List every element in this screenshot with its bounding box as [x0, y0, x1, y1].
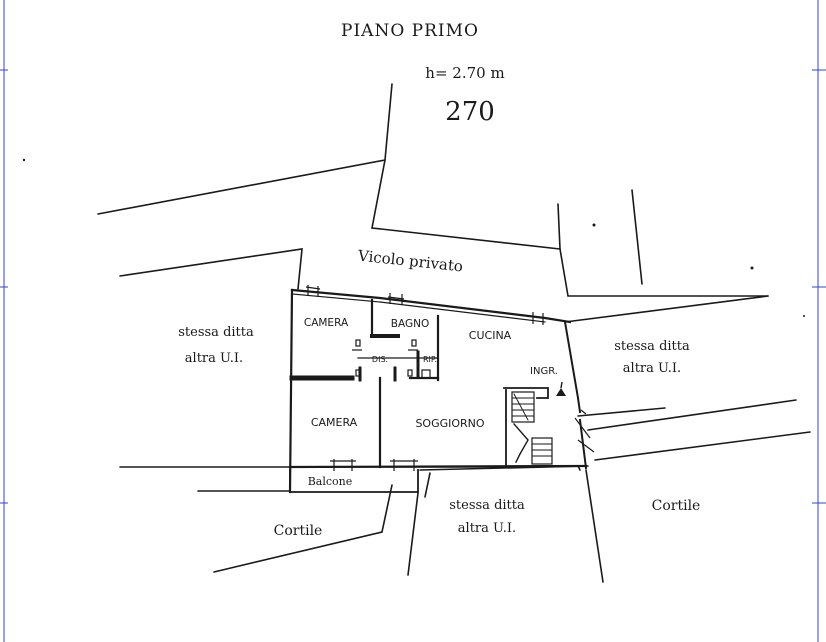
window-bagno: [387, 293, 405, 305]
entrance-marker-icon: [556, 388, 566, 396]
room-label-cucina: CUCINA: [469, 329, 512, 342]
alley-label: Vicolo privato: [356, 246, 464, 275]
door-markers-interior: [352, 339, 431, 379]
neighbor-bottom-line2: altra U.I.: [458, 521, 516, 536]
plan-title: PIANO PRIMO: [341, 21, 479, 41]
neighbor-left-line1: stessa ditta: [178, 325, 254, 340]
room-label-balcone: Balcone: [308, 475, 353, 488]
window-camera-top: [305, 285, 321, 297]
plan-code: 270: [445, 97, 495, 127]
window-cucina: [529, 312, 546, 325]
stray-marks: [22, 158, 805, 317]
room-label-soggiorno: SOGGIORNO: [415, 417, 484, 430]
entrance-marker-stem: [560, 381, 563, 389]
room-label-ingr: INGR.: [530, 366, 558, 377]
apartment-walls: [288, 288, 588, 494]
neighbor-right-line1: stessa ditta: [614, 339, 690, 354]
room-label-camera-bottom: CAMERA: [311, 416, 358, 429]
window-camera-bottom: [330, 459, 356, 471]
neighbor-bottom-line1: stessa ditta: [449, 498, 525, 513]
room-label-bagno: BAGNO: [391, 318, 429, 330]
window-soggiorno: [390, 459, 418, 471]
courtyard-left-label: Cortile: [274, 523, 323, 539]
door-ingresso: [574, 409, 595, 453]
room-label-camera-top: CAMERA: [304, 317, 349, 329]
openings: [305, 285, 595, 471]
room-label-rip: RIP.: [423, 355, 437, 364]
height-note: h= 2.70 m: [425, 64, 504, 82]
neighbor-right-line2: altra U.I.: [623, 361, 681, 376]
room-label-dis: DIS.: [372, 355, 388, 364]
courtyard-right-label: Cortile: [652, 498, 701, 514]
neighbor-left-line2: altra U.I.: [185, 351, 243, 366]
